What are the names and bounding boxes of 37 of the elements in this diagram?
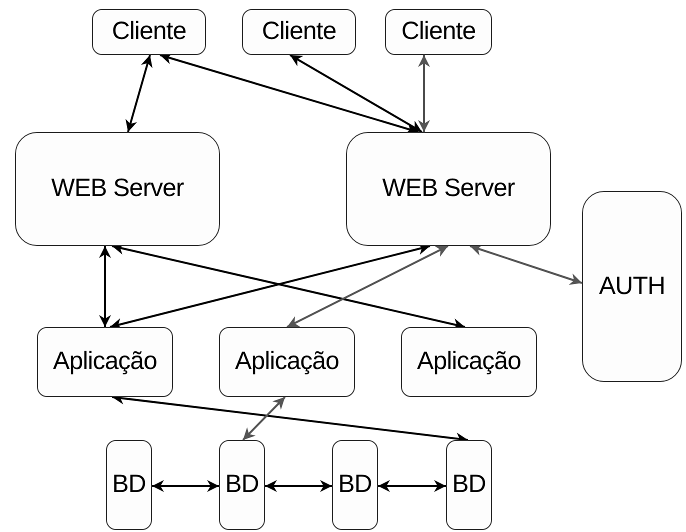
double-arrow: [265, 480, 332, 492]
node-label: Aplicação: [235, 346, 339, 378]
rounded-box: [446, 440, 492, 530]
double-arrow: [242, 396, 286, 441]
node-label: Cliente: [112, 16, 186, 48]
rounded-box: [37, 327, 173, 397]
double-arrow: [378, 480, 446, 492]
rounded-box: [106, 440, 152, 530]
rounded-box: [385, 9, 492, 55]
node-label: BD: [112, 469, 146, 500]
node-label: AUTH: [598, 270, 666, 302]
rounded-box: [15, 132, 220, 246]
node-label: WEB Server: [51, 173, 184, 204]
rounded-box: [92, 9, 206, 55]
rounded-box: [332, 440, 378, 530]
rounded-box: [219, 327, 355, 397]
node-label: BD: [225, 469, 259, 500]
rounded-box: [346, 132, 551, 246]
rounded-box: [242, 9, 356, 55]
node-label: Aplicação: [53, 346, 157, 378]
rounded-box: [401, 327, 537, 397]
double-arrow: [290, 54, 422, 133]
rounded-box: [582, 191, 682, 382]
double-arrow: [99, 246, 111, 327]
node-label: BD: [338, 469, 372, 500]
double-arrow: [418, 55, 430, 132]
node-label: WEB Server: [382, 173, 515, 204]
double-arrow: [286, 245, 448, 328]
node-label: Aplicação: [417, 346, 521, 378]
node-label: BD: [452, 469, 486, 500]
rounded-box: [219, 440, 265, 530]
double-arrow: [470, 244, 582, 285]
node-label: Cliente: [401, 16, 476, 48]
double-arrow: [160, 52, 418, 134]
double-arrow: [152, 480, 219, 492]
node-label: Cliente: [262, 16, 336, 48]
double-arrow: [126, 54, 152, 132]
